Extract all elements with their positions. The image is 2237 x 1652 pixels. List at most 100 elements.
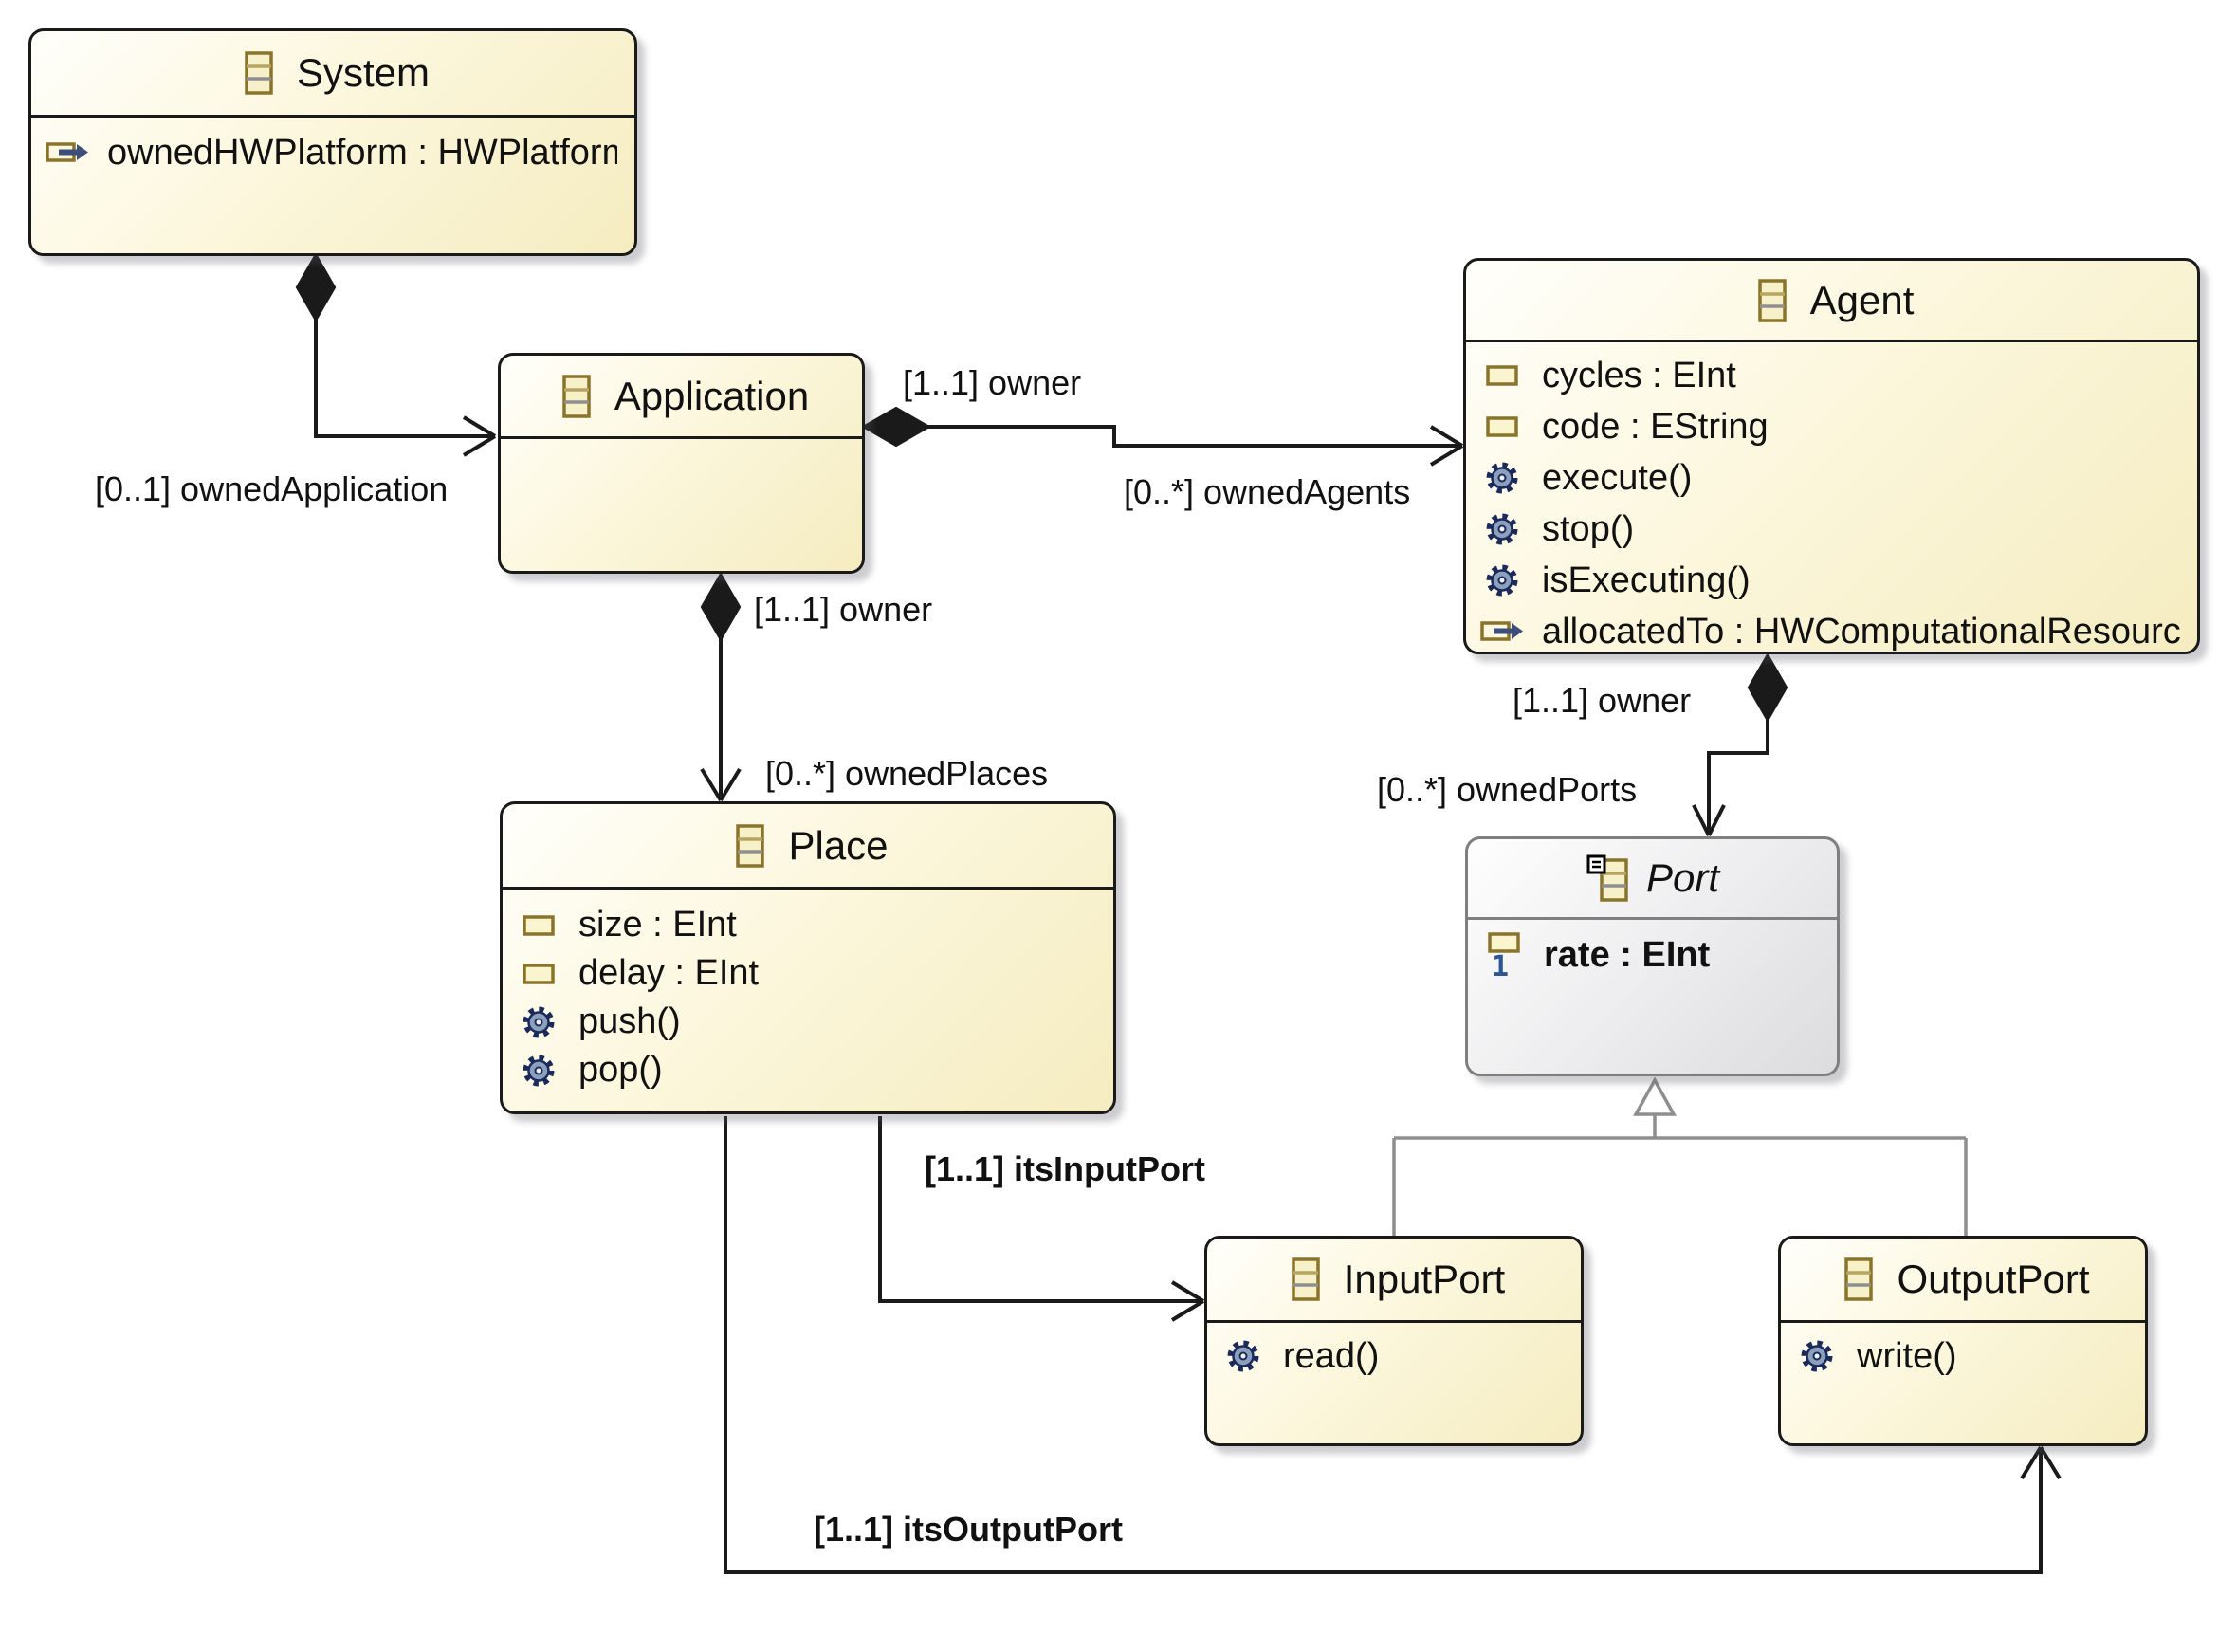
class-name: Port [1645,855,1720,900]
class-name: OutputPort [1897,1257,2090,1301]
edge-system-ownedapplication[interactable] [295,251,497,457]
class-node-place[interactable]: Place size : EInt delay : EInt push() [500,801,1116,1114]
class-name: InputPort [1343,1257,1506,1301]
eattribute-icon [516,963,561,984]
class-node-agent[interactable]: Agent cycles : EInt code : EString execu… [1463,258,2200,654]
edge-agent-ownedports[interactable] [1692,652,1788,836]
class-node-outputport[interactable]: OutputPort write() [1778,1236,2148,1446]
abstract-eclass-icon [1586,854,1631,902]
member-row[interactable]: push() [516,998,1096,1046]
member-label: code : EString [1542,406,1769,447]
eclass-icon [727,823,773,868]
open-arrowhead-icon [462,415,497,457]
class-node-inputport[interactable]: InputPort read() [1204,1236,1584,1446]
edge-place-itsinputport[interactable] [878,1116,1205,1322]
member-label: ownedHWPlatform : HWPlatform [107,132,617,173]
class-header: Place [503,804,1113,890]
class-header: InputPort [1207,1239,1581,1323]
eclass-icon [1750,278,1795,322]
open-arrowhead-icon [700,767,742,802]
class-header: System [31,31,634,118]
edge-label-owner-ports[interactable]: [1..1] owner [1513,681,1692,720]
ereference-icon [45,139,90,166]
eattribute-icon [1479,416,1525,437]
edge-label-owned-ports[interactable]: [0..*] ownedPorts [1377,770,1638,809]
svg-text:1: 1 [1492,950,1509,979]
edge-label-owned-application[interactable]: [0..1] ownedApplication [95,469,449,508]
class-node-application[interactable]: Application [498,353,865,574]
generalization-inputport-port[interactable] [1392,1076,1968,1236]
member-row[interactable]: write() [1794,1331,2128,1382]
member-row[interactable]: size : EInt [516,901,1096,949]
member-row[interactable]: delay : EInt [516,949,1096,998]
class-name: System [296,50,431,95]
class-header: Port [1468,839,1837,920]
member-label: stop() [1542,508,1635,549]
class-body: 1 rate : EInt [1468,920,1837,1074]
eoperation-icon [1794,1338,1840,1374]
member-row[interactable]: cycles : EInt [1479,350,2180,401]
edge-label-owner-agents[interactable]: [1..1] owner [903,363,1082,402]
member-label: pop() [578,1050,663,1090]
ereference-icon [1479,618,1525,645]
class-name: Application [614,373,810,418]
eattribute-multiplicity-one-icon: 1 [1481,931,1527,979]
eoperation-icon [1479,460,1525,496]
class-body: read() [1207,1323,1581,1443]
eoperation-icon [1220,1338,1266,1374]
class-header: Application [501,356,862,439]
member-row[interactable]: isExecuting() [1479,555,2180,606]
member-row[interactable]: execute() [1479,452,2180,504]
member-label: isExecuting() [1542,560,1751,600]
edge-application-ownedagents[interactable] [860,406,1464,467]
member-row[interactable]: stop() [1479,504,2180,555]
member-label: push() [578,1001,681,1041]
member-label: rate : EInt [1544,934,1711,975]
composition-diamond-icon [1747,652,1788,724]
eclass-icon [1283,1257,1329,1301]
member-row[interactable]: code : EString [1479,401,2180,452]
class-body: size : EInt delay : EInt push() pop() [503,890,1113,1111]
composition-diamond-icon [295,251,337,323]
class-body: cycles : EInt code : EString execute() s… [1466,342,2197,652]
eoperation-icon [516,1053,561,1089]
member-row[interactable]: allocatedTo : HWComputationalResource [1479,606,2180,652]
class-body [501,439,862,571]
edge-label-owner-places[interactable]: [1..1] owner [754,590,933,629]
class-body: write() [1781,1323,2145,1443]
member-label: read() [1283,1335,1380,1376]
eattribute-icon [1479,365,1525,386]
class-node-system[interactable]: System ownedHWPlatform : HWPlatform [28,28,637,256]
eoperation-icon [1479,562,1525,598]
edge-label-owned-places[interactable]: [0..*] ownedPlaces [765,754,1049,793]
open-arrowhead-icon [1170,1280,1205,1322]
class-body: ownedHWPlatform : HWPlatform [31,118,634,253]
eoperation-icon [516,1004,561,1040]
member-label: size : EInt [578,905,737,945]
member-row[interactable]: pop() [516,1046,1096,1094]
composition-diamond-icon [700,571,742,643]
member-label: cycles : EInt [1542,355,1736,395]
edge-label-its-output-port[interactable]: [1..1] itsOutputPort [814,1510,1123,1549]
member-row[interactable]: 1 rate : EInt [1481,929,1820,981]
edge-place-itsoutputport[interactable] [724,1116,2062,1574]
member-label: delay : EInt [578,953,760,993]
generalization-triangle-icon [1633,1076,1677,1116]
edge-application-ownedplaces[interactable] [700,571,742,802]
member-row[interactable]: read() [1220,1331,1564,1382]
open-arrowhead-icon [1429,425,1464,467]
class-header: OutputPort [1781,1239,2145,1323]
eattribute-icon [516,914,561,936]
eclass-icon [554,374,599,418]
class-name: Agent [1809,277,1915,322]
member-row[interactable]: ownedHWPlatform : HWPlatform [45,125,617,180]
edge-label-owned-agents[interactable]: [0..*] ownedAgents [1124,472,1411,511]
eoperation-icon [1479,511,1525,547]
class-node-port[interactable]: Port 1 rate : EInt [1465,836,1840,1076]
composition-diamond-icon [860,406,932,448]
class-name: Place [788,822,889,868]
eclass-icon [1836,1257,1881,1301]
edge-label-its-input-port[interactable]: [1..1] itsInputPort [925,1149,1205,1188]
